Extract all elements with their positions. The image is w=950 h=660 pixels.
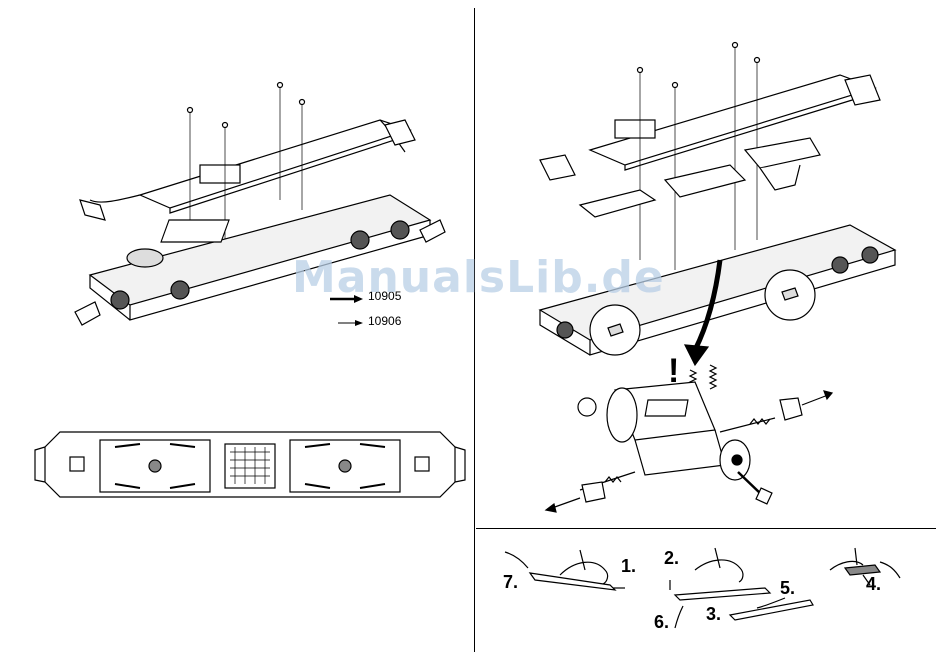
step-3-label: 3.	[706, 604, 721, 625]
vertical-divider	[474, 8, 475, 652]
step-7-label: 7.	[503, 572, 518, 593]
watermark: ManualsLib.de	[292, 252, 665, 303]
horizontal-divider	[476, 528, 936, 529]
chassis-exploded-drawing	[60, 80, 460, 350]
thin-arrow-icon	[338, 318, 364, 328]
step-5-label: 5.	[780, 578, 795, 599]
chassis-underside-drawing	[30, 412, 470, 512]
step-sequence-drawing	[495, 540, 925, 640]
motor-chassis-exploded-drawing	[520, 40, 930, 370]
motor-exploded-drawing	[540, 360, 840, 520]
step-4-label: 4.	[866, 574, 881, 595]
step-6-label: 6.	[654, 612, 669, 633]
model-number-b: 10906	[368, 314, 401, 328]
step-2-label: 2.	[664, 548, 679, 569]
step-1-label: 1.	[621, 556, 636, 577]
